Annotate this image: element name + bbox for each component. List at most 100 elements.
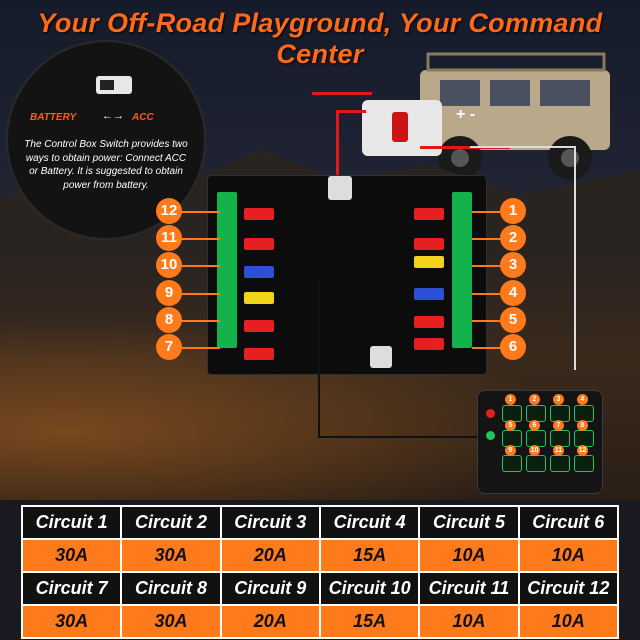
controller-key-number: 12 [577, 445, 588, 456]
amp-rating: 30A [20, 604, 123, 639]
leader-line [180, 265, 220, 267]
controller-cable [318, 278, 320, 438]
power-wire [420, 146, 510, 149]
fuse [244, 292, 274, 304]
fuse [414, 256, 444, 268]
controller-key-number: 1 [505, 394, 516, 405]
amp-rating: 20A [219, 538, 321, 573]
right-terminal-strip [452, 192, 472, 348]
table-row: Circuit 7 Circuit 8 Circuit 9 Circuit 10… [20, 571, 620, 606]
circuit-badge-8: 8 [156, 307, 182, 333]
circuit-label: Circuit 10 [318, 571, 421, 606]
amp-rating: 30A [120, 538, 222, 573]
controller-key-number: 2 [529, 394, 540, 405]
table-row: Circuit 1 Circuit 2 Circuit 3 Circuit 4 … [20, 505, 620, 540]
circuit-label: Circuit 3 [219, 505, 321, 540]
leader-line [472, 293, 512, 295]
leader-line [180, 347, 220, 349]
ground-cable [470, 146, 576, 148]
amp-rating: 15A [318, 604, 421, 639]
controller-key-number: 7 [553, 420, 564, 431]
leader-line [180, 238, 220, 240]
arrows-icon: ←→ [102, 110, 124, 122]
power-wire [312, 92, 372, 95]
circuit-badge-2: 2 [500, 225, 526, 251]
amp-rating: 10A [517, 604, 620, 639]
table-row: 30A 30A 20A 15A 10A 10A [20, 538, 620, 573]
controller-key-number: 6 [529, 420, 540, 431]
circuit-badge-11: 11 [156, 225, 182, 251]
fuse [414, 316, 444, 328]
circuit-label: Circuit 8 [120, 571, 222, 606]
power-button-icon [486, 409, 495, 418]
fuse [414, 288, 444, 300]
page-title: Your Off-Road Playground, Your Command C… [37, 8, 603, 69]
circuit-label: Circuit 12 [517, 571, 620, 606]
circuit-label: Circuit 4 [318, 505, 421, 540]
amp-rating: 10A [418, 604, 520, 639]
amp-rating: 30A [20, 538, 123, 573]
circuit-badge-6: 6 [500, 334, 526, 360]
leader-line [472, 211, 512, 213]
relay-module [362, 100, 442, 156]
table-row: 30A 30A 20A 15A 10A 10A [20, 604, 620, 639]
circuit-badge-3: 3 [500, 252, 526, 278]
controller-key-number: 10 [529, 445, 540, 456]
circuit-badge-5: 5 [500, 307, 526, 333]
control-switch-icon [96, 76, 132, 94]
left-terminal-strip [217, 192, 237, 348]
controller-key-number: 5 [505, 420, 516, 431]
offroad-vehicle-graphic [420, 52, 610, 180]
fuse [414, 338, 444, 350]
controller-key-number: 4 [577, 394, 588, 405]
circuit-badge-4: 4 [500, 280, 526, 306]
fuse [244, 208, 274, 220]
leader-line [472, 320, 512, 322]
leader-line [472, 238, 512, 240]
circuit-label: Circuit 7 [20, 571, 123, 606]
fuse [244, 348, 274, 360]
circuit-label: Circuit 9 [219, 571, 321, 606]
fuse [414, 238, 444, 250]
circuit-label: Circuit 2 [120, 505, 222, 540]
fuse [244, 238, 274, 250]
controller-key-number: 3 [553, 394, 564, 405]
controller-key-9 [502, 455, 522, 472]
circuit-label: Circuit 5 [418, 505, 520, 540]
ground-cable [574, 146, 576, 370]
circuit-badge-1: 1 [500, 198, 526, 224]
callout-description: The Control Box Switch provides two ways… [24, 139, 188, 191]
circuit-badge-7: 7 [156, 334, 182, 360]
controller-key-11 [550, 455, 570, 472]
battery-label: BATTERY [30, 112, 77, 123]
acc-label: ACC [132, 112, 154, 123]
switch-panel-controller: 1 2 3 4 5 6 7 8 9 10 11 12 [477, 390, 603, 494]
amp-rating: 30A [120, 604, 222, 639]
controller-key-number: 11 [553, 445, 564, 456]
leader-line [180, 211, 220, 213]
leader-line [180, 293, 220, 295]
leader-line [180, 320, 220, 322]
fuse [414, 208, 444, 220]
circuit-badge-12: 12 [156, 198, 182, 224]
amp-rating: 10A [517, 538, 620, 573]
power-wire [336, 110, 339, 190]
product-scene: Your Off-Road Playground, Your Command C… [0, 0, 640, 500]
amp-rating: 15A [318, 538, 421, 573]
toggle-switch-icon [370, 346, 392, 368]
controller-key-number: 8 [577, 420, 588, 431]
circuit-label: Circuit 6 [517, 505, 620, 540]
leader-line [472, 347, 512, 349]
power-wire [336, 110, 366, 113]
controller-key-number: 9 [505, 445, 516, 456]
fuse [244, 320, 274, 332]
amp-rating: 20A [219, 604, 321, 639]
controller-key-10 [526, 455, 546, 472]
power-button-icon [486, 431, 495, 440]
leader-line [472, 265, 512, 267]
toggle-switch-icon [328, 176, 352, 200]
circuit-label: Circuit 11 [418, 571, 520, 606]
controller-cable [318, 436, 478, 438]
fuse [244, 266, 274, 278]
circuit-label: Circuit 1 [20, 505, 123, 540]
